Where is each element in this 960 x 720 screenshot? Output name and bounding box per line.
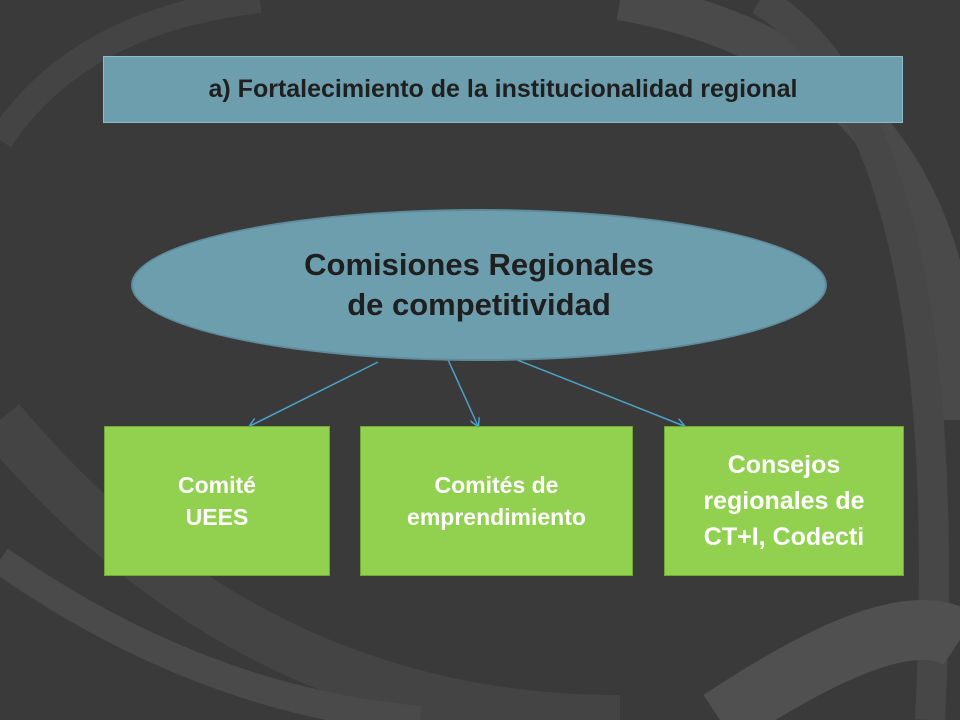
child-node-consejos-regionales: Consejos regionales de CT+I, Codecti bbox=[664, 426, 904, 576]
child-node-comite-uees: Comité UEES bbox=[104, 426, 330, 576]
child-node-label: Comité UEES bbox=[178, 472, 256, 530]
child-node-label: Comités de emprendimiento bbox=[407, 472, 586, 530]
child-node-comites-emprendimiento: Comités de emprendimiento bbox=[360, 426, 633, 576]
central-node-label: Comisiones Regionales de competitividad bbox=[304, 247, 654, 322]
central-node-comisiones: Comisiones Regionales de competitividad bbox=[131, 209, 827, 361]
child-node-label: Consejos regionales de CT+I, Codecti bbox=[703, 451, 865, 551]
title-text: a) Fortalecimiento de la institucionalid… bbox=[208, 75, 798, 103]
title-banner: a) Fortalecimiento de la institucionalid… bbox=[103, 56, 903, 123]
